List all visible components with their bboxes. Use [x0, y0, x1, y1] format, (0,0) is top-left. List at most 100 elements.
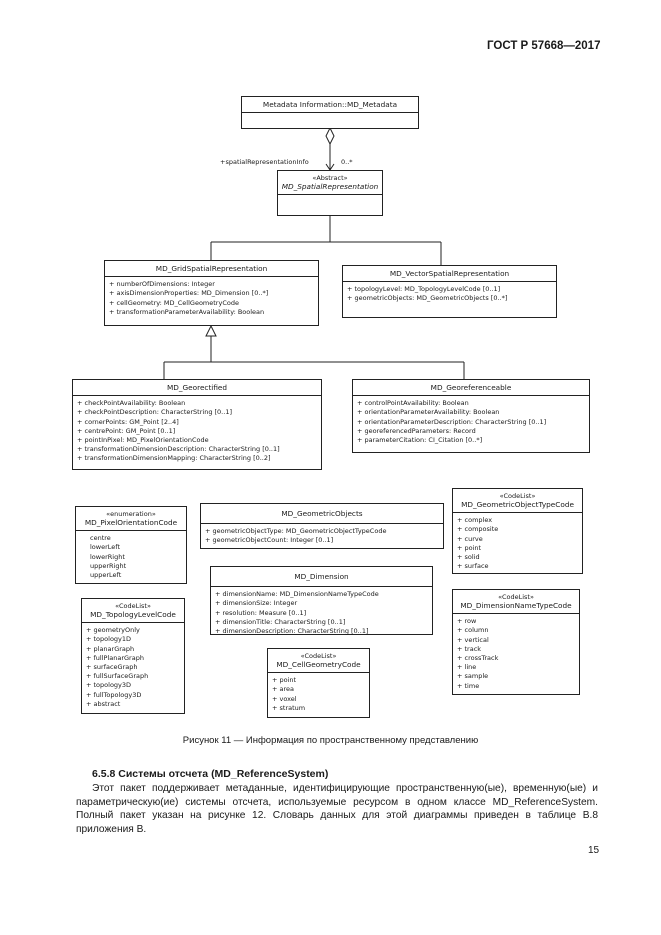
attribute: lowerRight [90, 552, 125, 561]
class-md-spatial-representation: «Abstract» MD_SpatialRepresentation [277, 170, 383, 216]
attribute: + topologyLevel: MD_TopologyLevelCode [0… [347, 285, 501, 294]
attribute: + surface [457, 562, 489, 571]
class-name: MD_SpatialRepresentation [281, 182, 379, 192]
class-md-georectified: MD_Georectified + checkPointAvailability… [72, 379, 322, 470]
attribute: + geometricObjectCount: Integer [0..1] [205, 536, 334, 545]
attribute: + vertical [457, 635, 489, 644]
class-name: MD_DimensionNameTypeCode [460, 601, 572, 611]
attribute-list: + geometricObjectType: MD_GeometricObjec… [201, 524, 443, 548]
standard-header: ГОСТ Р 57668—2017 [487, 40, 601, 52]
attribute: + line [457, 663, 477, 672]
attribute: + complex [457, 516, 493, 525]
attribute-list: + dimensionName: MD_DimensionNameTypeCod… [211, 587, 432, 639]
attribute-list: + row + column + vertical + track + cros… [453, 614, 579, 694]
class-stereotype: «enumeration» [106, 510, 156, 518]
attribute: + dimensionName: MD_DimensionNameTypeCod… [215, 590, 379, 599]
attribute-list: centre lowerLeft lowerRight upperRight u… [76, 531, 186, 583]
class-name: MD_CellGeometryCode [276, 660, 361, 670]
class-md-dimension-name-type-code: «CodeList» MD_DimensionNameTypeCode + ro… [452, 589, 580, 695]
attribute-list: + checkPointAvailability: Boolean + chec… [73, 396, 321, 466]
class-stereotype: «CodeList» [300, 652, 337, 660]
attribute: + fullTopology3D [86, 690, 142, 699]
attribute: + surfaceGraph [86, 663, 138, 672]
attribute: centre [90, 534, 111, 543]
attribute: + dimensionSize: Integer [215, 599, 298, 608]
attribute: + dimensionTitle: CharacterString [0..1] [215, 617, 346, 626]
attribute: + transformationDimensionDescription: Ch… [77, 445, 280, 454]
attribute: + dimensionDescription: CharacterString … [215, 626, 369, 635]
attribute: + abstract [86, 699, 121, 708]
class-stereotype: «Abstract» [312, 174, 348, 182]
class-md-cell-geometry-code: «CodeList» MD_CellGeometryCode + point +… [267, 648, 370, 718]
section-paragraph: Этот пакет поддерживает метаданные, иден… [76, 783, 598, 835]
attribute: + time [457, 681, 480, 690]
attribute: + stratum [272, 703, 306, 712]
class-name: MD_GeometricObjects [201, 504, 443, 525]
class-name: MD_GeometricObjectTypeCode [461, 500, 574, 510]
attribute: + parameterCitation: CI_Citation [0..*] [357, 435, 483, 444]
class-stereotype: «CodeList» [115, 602, 151, 610]
attribute: + centrePoint: GM_Point [0..1] [77, 426, 176, 435]
attribute-list: + topologyLevel: MD_TopologyLevelCode [0… [343, 282, 556, 306]
attribute: + geometricObjectType: MD_GeometricObjec… [205, 527, 387, 536]
attribute-list: + point + area + voxel + stratum [268, 673, 369, 716]
class-stereotype: «CodeList» [498, 593, 534, 601]
attribute-list: + numberOfDimensions: Integer + axisDime… [105, 277, 318, 320]
class-body-empty [242, 113, 418, 127]
figure-caption: Рисунок 11 — Информация по пространствен… [182, 735, 479, 746]
attribute-list: + controlPointAvailability: Boolean + or… [353, 396, 589, 448]
attribute: + pointInPixel: MD_PixelOrientationCode [77, 435, 209, 444]
class-md-vector-spatial-representation: MD_VectorSpatialRepresentation + topolog… [342, 265, 557, 318]
attribute: + orientationParameterDescription: Chara… [357, 417, 547, 426]
attribute: + controlPointAvailability: Boolean [357, 399, 469, 408]
attribute: + geometryOnly [86, 626, 140, 635]
class-md-geometric-object-type-code: «CodeList» MD_GeometricObjectTypeCode + … [452, 488, 583, 574]
class-name: MD_GridSpatialRepresentation [105, 261, 318, 278]
attribute: + composite [457, 525, 499, 534]
attribute: + curve [457, 534, 483, 543]
section-heading: 6.5.8 Системы отсчета (MD_ReferenceSyste… [92, 768, 329, 780]
attribute: + sample [457, 672, 489, 681]
attribute: upperRight [90, 561, 127, 570]
attribute: + fullPlanarGraph [86, 653, 144, 662]
attribute: + topology1D [86, 635, 132, 644]
class-name: MD_PixelOrientationCode [84, 518, 178, 528]
class-md-topology-level-code: «CodeList» MD_TopologyLevelCode + geomet… [81, 598, 185, 714]
attribute: + geometricObjects: MD_GeometricObjects … [347, 294, 508, 303]
class-name: MD_TopologyLevelCode [90, 610, 176, 620]
class-name: MD_Dimension [211, 567, 432, 588]
class-name: MD_VectorSpatialRepresentation [343, 266, 556, 283]
class-md-pixel-orientation-code: «enumeration» MD_PixelOrientationCode ce… [75, 506, 187, 584]
class-md-geometric-objects: MD_GeometricObjects + geometricObjectTyp… [200, 503, 444, 549]
attribute: + crossTrack [457, 654, 499, 663]
attribute: + track [457, 644, 482, 653]
attribute: + cellGeometry: MD_CellGeometryCode [109, 298, 239, 307]
class-name: MD_Georeferenceable [353, 380, 589, 397]
class-md-metadata: Metadata Information::MD_Metadata [241, 96, 419, 129]
attribute: + georeferencedParameters: Record [357, 426, 476, 435]
attribute: + planarGraph [86, 644, 135, 653]
attribute: lowerLeft [90, 543, 120, 552]
attribute: + resolution: Measure [0..1] [215, 608, 307, 617]
class-stereotype: «CodeList» [499, 492, 536, 500]
attribute: + transformationParameterAvailability: B… [109, 307, 265, 316]
attribute: + solid [457, 553, 480, 562]
attribute: + orientationParameterAvailability: Bool… [357, 408, 500, 417]
attribute: + checkPointAvailability: Boolean [77, 399, 186, 408]
class-name: MD_Georectified [73, 380, 321, 397]
attribute: + checkPointDescription: CharacterString… [77, 408, 232, 417]
attribute: + column [457, 626, 489, 635]
page-number: 15 [588, 845, 600, 856]
attribute: upperLeft [90, 571, 122, 580]
class-md-grid-spatial-representation: MD_GridSpatialRepresentation + numberOfD… [104, 260, 319, 326]
class-name: Metadata Information::MD_Metadata [242, 97, 418, 114]
attribute: + area [272, 685, 295, 694]
attribute: + numberOfDimensions: Integer [109, 280, 215, 289]
association-role: +spatialRepresentationInfo [220, 158, 309, 166]
class-md-georeferenceable: MD_Georeferenceable + controlPointAvaila… [352, 379, 590, 453]
class-md-dimension: MD_Dimension + dimensionName: MD_Dimensi… [210, 566, 433, 635]
attribute: + fullSurfaceGraph [86, 672, 149, 681]
attribute: + topology3D [86, 681, 132, 690]
attribute: + transformationDimensionMapping: Charac… [77, 454, 271, 463]
